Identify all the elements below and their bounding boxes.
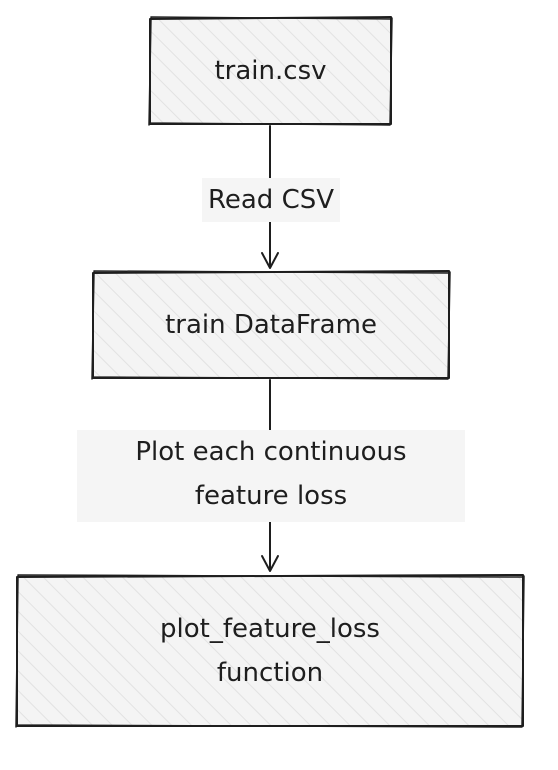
node-label-train-dataframe: train DataFrame xyxy=(165,310,377,340)
node-label-plot-function: plot_feature_loss function xyxy=(160,614,380,688)
node-train-csv xyxy=(148,16,393,126)
node-train-dataframe xyxy=(91,270,451,380)
edge-plot-loss xyxy=(261,379,279,572)
node-label-train-csv: train.csv xyxy=(214,56,327,86)
arrowhead-icon xyxy=(261,555,279,572)
edge-label-background xyxy=(202,178,340,222)
node-plot-function xyxy=(15,574,525,728)
edge-read-csv xyxy=(261,125,279,269)
edge-label-plot-loss: Plot each continuous feature loss xyxy=(135,437,407,511)
arrowhead-icon xyxy=(261,252,279,269)
edge-label-read-csv: Read CSV xyxy=(207,185,335,215)
edge-label-background xyxy=(77,430,465,522)
